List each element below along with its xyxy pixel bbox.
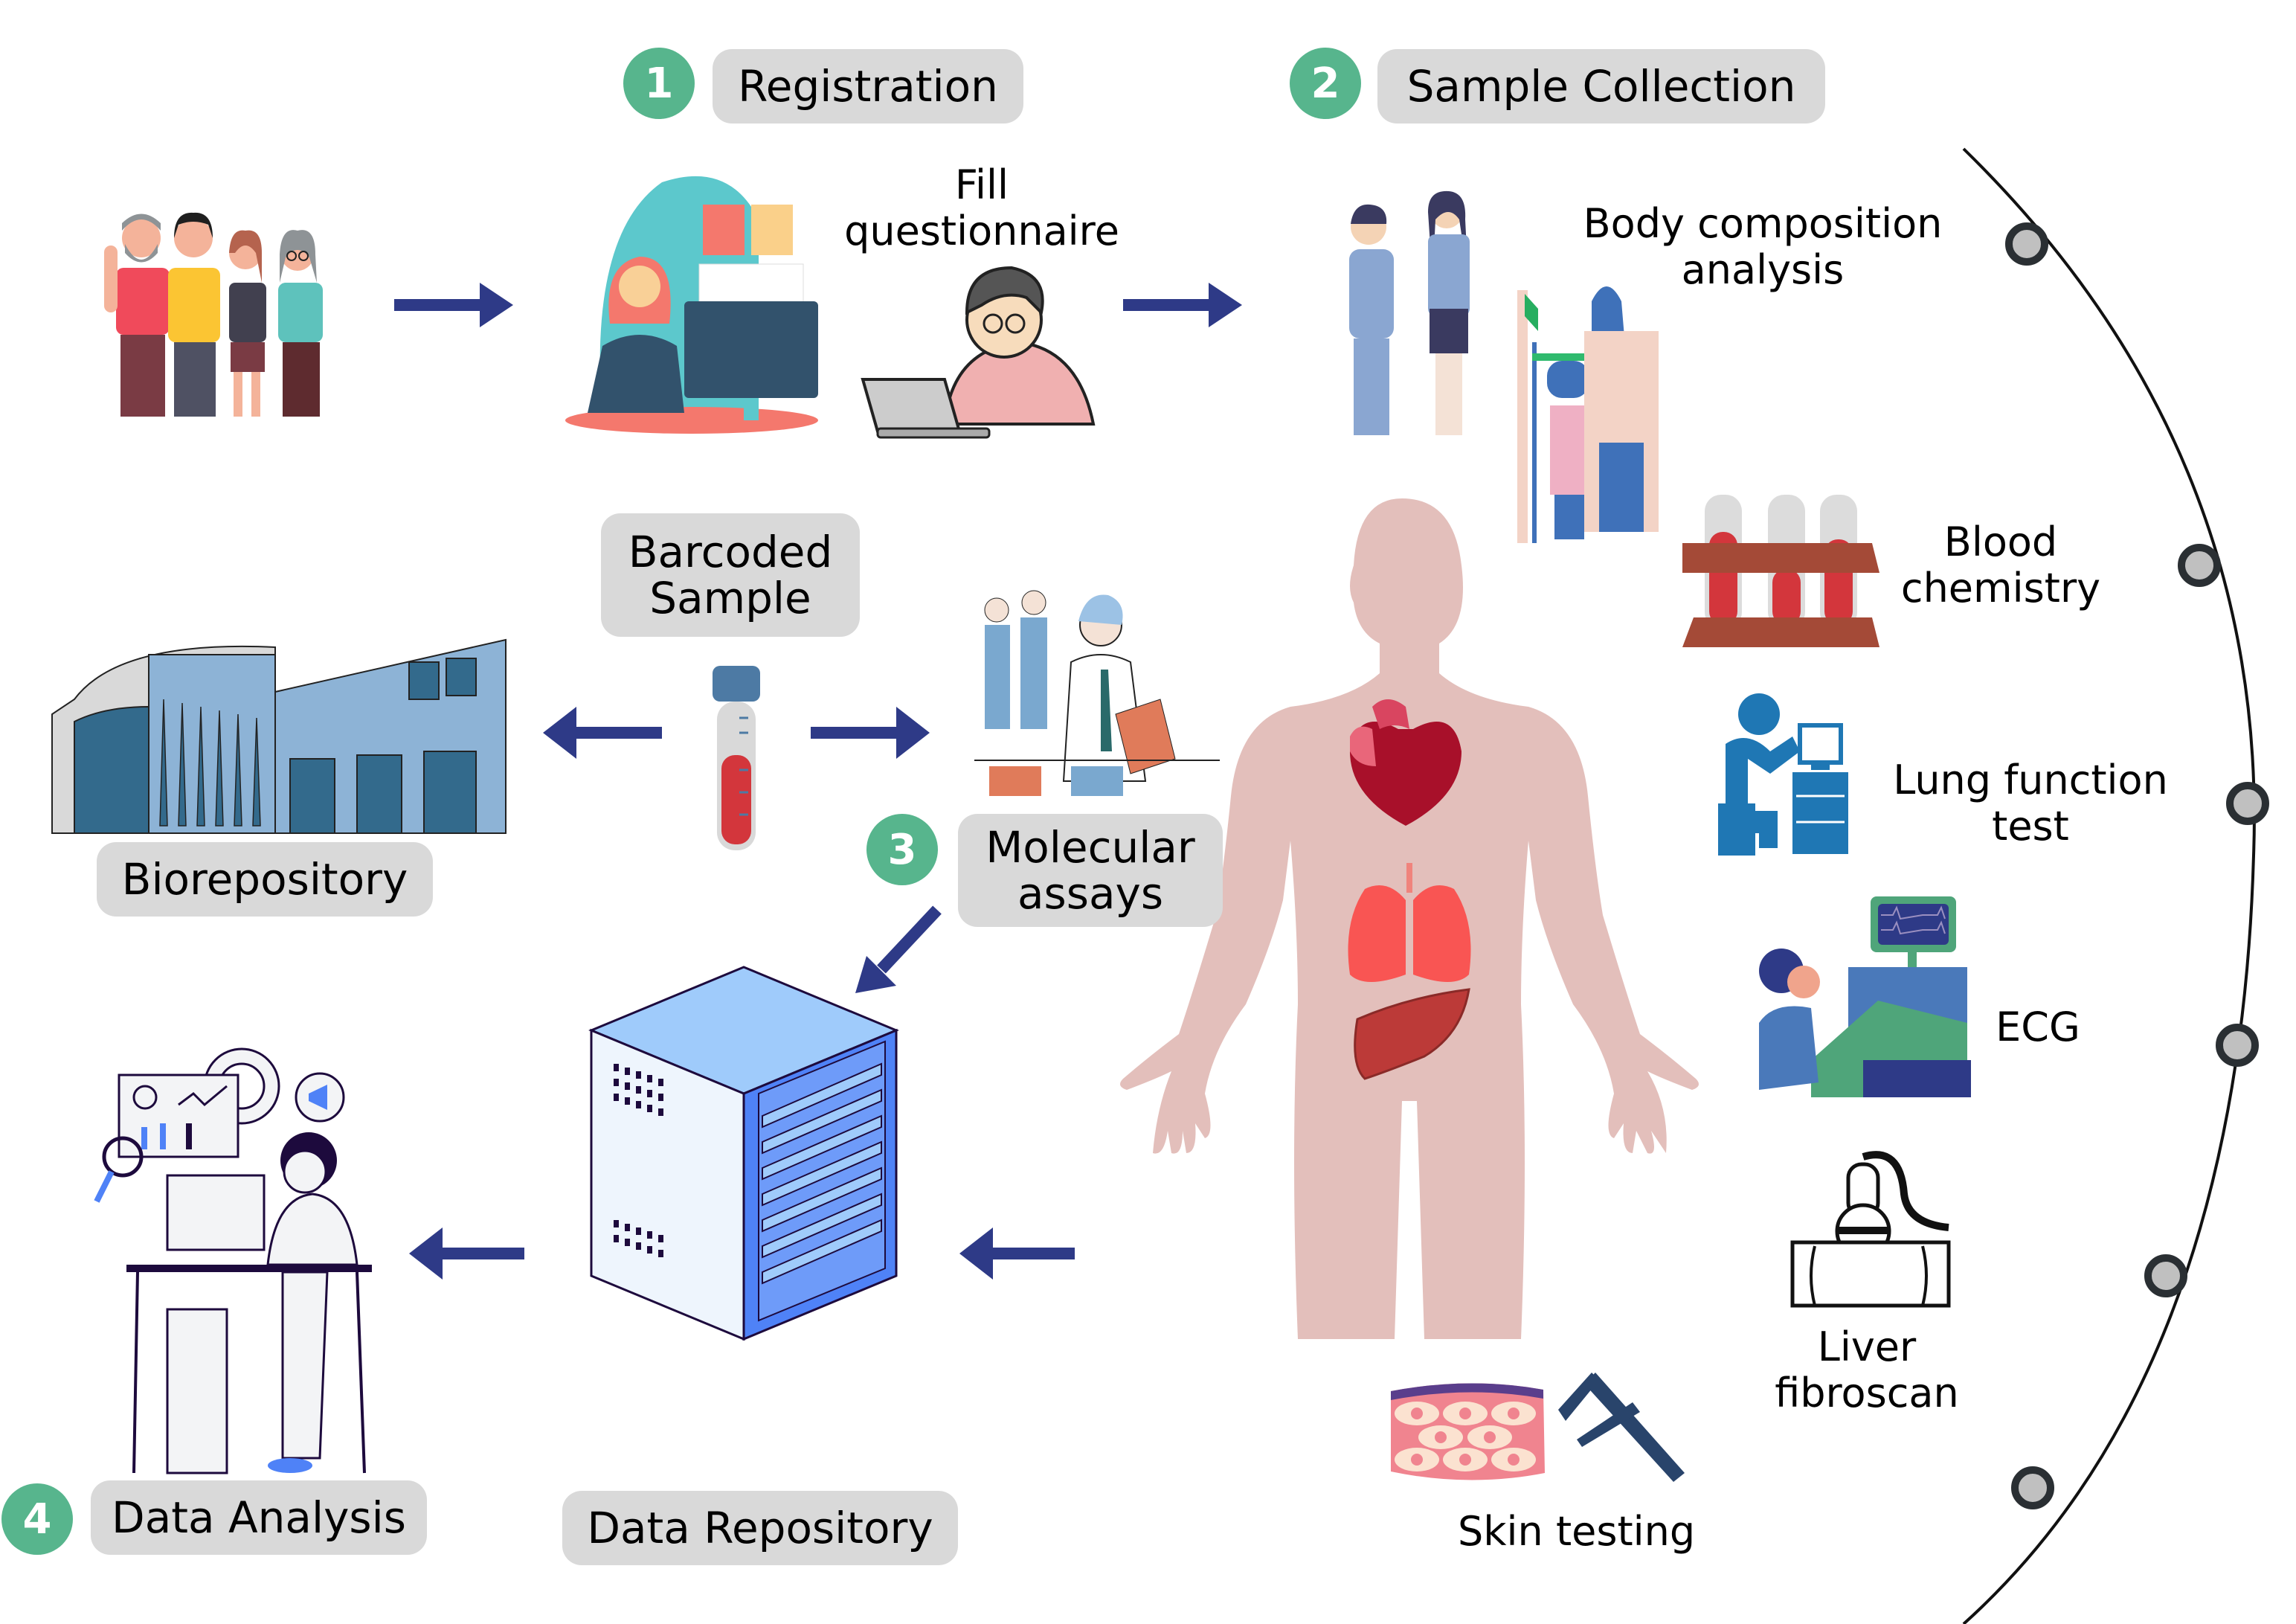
skin-tissue-icon xyxy=(1391,1383,1545,1480)
data-analyst-illustration xyxy=(94,1047,372,1474)
test-label-lung-function: Lung function test xyxy=(1893,757,2168,850)
data-repository-server-rack-icon xyxy=(588,966,899,1341)
test-label-body-composition: Body composition analysis xyxy=(1583,200,1943,293)
data-repository-label: Data Repository xyxy=(562,1491,958,1565)
spirometry-icon xyxy=(1718,693,1848,856)
ultrasound-probe-icon xyxy=(1790,1151,1951,1308)
family-group-illustration xyxy=(104,212,323,417)
step-1-registration-label: Registration xyxy=(713,49,1023,123)
test-label-liver-fibroscan: Liver fibroscan xyxy=(1775,1323,1959,1416)
step-1-badge: 1 xyxy=(623,48,695,119)
lungs-organ xyxy=(1348,863,1471,982)
step-3-badge: 3 xyxy=(866,814,938,885)
arrow-left-from-body-to-data-repository xyxy=(959,1227,1075,1280)
step-2-badge: 2 xyxy=(1290,48,1361,119)
timeline-node xyxy=(2178,544,2221,587)
arrow-left-to-data-analysis xyxy=(409,1227,524,1280)
test-tube-rack-icon xyxy=(1682,495,1879,647)
person-laptop-illustration xyxy=(861,266,1096,439)
timeline-node xyxy=(2216,1024,2259,1067)
tests-timeline-arc xyxy=(1962,147,2269,1624)
human-body-silhouette xyxy=(1120,498,1699,1339)
test-label-skin-testing: Skin testing xyxy=(1458,1508,1696,1555)
magnifier-icon xyxy=(94,1136,144,1203)
fill-questionnaire-label: Fill questionnaire xyxy=(844,161,1119,254)
person-young-man xyxy=(168,212,220,417)
megaphone-icon xyxy=(295,1072,345,1123)
timeline-node xyxy=(2226,782,2269,825)
lab-scientists-illustration xyxy=(974,590,1220,796)
barcoded-blood-tube-icon xyxy=(713,666,760,850)
timeline-node xyxy=(2011,1466,2054,1509)
heart-organ xyxy=(1350,699,1461,826)
arrow-diagonal-to-data-repository xyxy=(855,905,942,993)
step-4-badge: 4 xyxy=(1,1483,73,1555)
step-4-data-analysis-label: Data Analysis xyxy=(91,1480,427,1555)
height-measurement-icon xyxy=(1517,286,1659,543)
step-3-molecular-assays-label: Molecular assays xyxy=(958,814,1223,927)
biorepository-building-icon xyxy=(51,638,507,834)
arrow-right-to-molecular xyxy=(811,707,930,759)
biorepository-label: Biorepository xyxy=(97,842,433,917)
caliper-icon xyxy=(1558,1373,1685,1482)
person-elder-woman xyxy=(278,230,323,417)
arrow-left-to-biorepository xyxy=(543,707,662,759)
liver-organ xyxy=(1354,988,1470,1080)
step-2-sample-collection-label: Sample Collection xyxy=(1377,49,1825,123)
registration-desk-illustration xyxy=(565,176,818,434)
skin-caliper-icon xyxy=(1391,1373,1685,1482)
person-young-woman xyxy=(229,230,266,417)
timeline-node xyxy=(2005,222,2048,266)
arrow-right-1 xyxy=(394,283,513,327)
test-label-blood-chemistry: Blood chemistry xyxy=(1900,519,2101,612)
barcoded-sample-label: Barcoded Sample xyxy=(601,513,860,637)
person-elder-man xyxy=(104,214,170,417)
arrow-right-2 xyxy=(1123,283,1242,327)
nurse-and-patient-illustration xyxy=(1349,190,1470,435)
timeline-node xyxy=(2144,1254,2187,1297)
ecg-monitor-icon xyxy=(1759,896,1971,1097)
test-label-ecg: ECG xyxy=(1996,1004,2080,1050)
